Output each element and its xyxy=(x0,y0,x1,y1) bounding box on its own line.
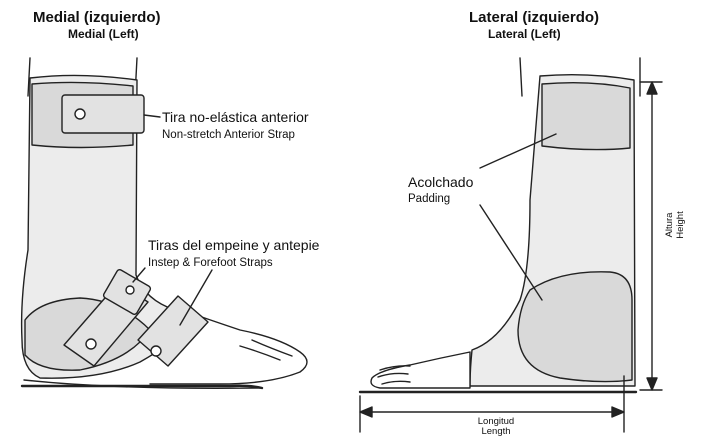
medial-anterior-strap xyxy=(62,95,144,133)
anterior-strap-label-es: Tira no-elástica anterior xyxy=(162,110,309,125)
anterior-strap-leader xyxy=(144,115,160,117)
instep-straps-label-es: Tiras del empeine y antepie xyxy=(148,238,319,253)
length-label: Longitud Length xyxy=(466,417,526,438)
anterior-strap-label-en: Non-stretch Anterior Strap xyxy=(162,129,295,142)
medial-title-es: Medial (izquierdo) xyxy=(33,10,161,27)
height-label: Altura Height xyxy=(665,195,691,255)
lateral-title-es: Lateral (izquierdo) xyxy=(469,10,599,27)
lateral-upper-padding xyxy=(542,83,630,150)
length-label-en: Length xyxy=(466,427,526,437)
instep-straps-label-en: Instep & Forefoot Straps xyxy=(148,257,273,270)
medial-foot-illustration xyxy=(22,58,307,388)
medial-title-en: Medial (Left) xyxy=(68,28,139,41)
padding-label-en: Padding xyxy=(408,193,450,206)
lateral-foot-illustration xyxy=(360,58,640,392)
lateral-title-en: Lateral (Left) xyxy=(488,28,561,41)
height-label-en: Height xyxy=(676,195,687,255)
padding-label-es: Acolchado xyxy=(408,175,473,190)
